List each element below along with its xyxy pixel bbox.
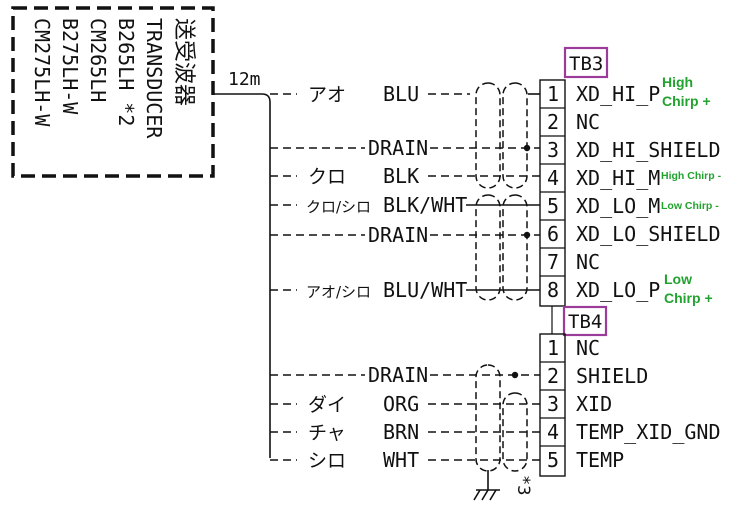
tb4-pin-num-3: 3 <box>547 392 559 416</box>
tb4-pin-signal-5: TEMP <box>576 448 624 472</box>
tb3-pin-signal-8: XD_LO_P <box>576 278 660 302</box>
wire-jp-labels: アオ クロ クロ/シロ アオ/シロ ダイ チャ シロ <box>306 84 371 472</box>
transducer-model-4: CM275LH-W <box>30 18 54 127</box>
ground-icon <box>473 470 500 501</box>
tb4-pin-signal-2: SHIELD <box>576 364 648 388</box>
tb3-pin-num-3: 3 <box>547 138 559 162</box>
junction-dots <box>511 144 531 379</box>
wire-color-drain-3: DRAIN <box>368 363 428 387</box>
wire-jp-blu: アオ <box>308 84 346 106</box>
terminal-block-tb4: TB4 <box>539 305 608 477</box>
chirp-annotations: High Chirp + High Chirp - Low Chirp - Lo… <box>661 74 722 306</box>
wire-color-bluwht: BLU/WHT <box>383 278 467 302</box>
transducer-title-jp: 送受波器 <box>171 18 196 106</box>
tb3-pins: 1 XD_HI_P 2 NC 3 XD_HI_SHIELD 4 XD_HI_M … <box>547 82 721 302</box>
tb3-pin-signal-6: XD_LO_SHIELD <box>576 222 721 246</box>
tb3-pin-num-7: 7 <box>547 250 559 274</box>
tb3-pin-num-2: 2 <box>547 110 559 134</box>
wire-jp-blkwht: クロ/シロ <box>306 198 371 216</box>
annotation-high-plus-line2: Chirp + <box>662 93 711 109</box>
annotation-low-plus-line2: Chirp + <box>664 290 713 306</box>
transducer-box <box>11 6 215 178</box>
tb3-pin-num-4: 4 <box>547 166 559 190</box>
tb3-pin-num-6: 6 <box>547 222 559 246</box>
tb3-pin-signal-7: NC <box>576 250 600 274</box>
transducer-label: 送受波器 TRANSDUCER B265LH *2 CM265LH B275LH… <box>30 18 196 139</box>
annotation-high-plus-line1: High <box>662 74 693 90</box>
wire-color-blu: BLU <box>383 82 419 106</box>
tb4-pin-num-2: 2 <box>547 364 559 388</box>
shield-ovals <box>475 82 528 472</box>
wire-jp-bluwht: アオ/シロ <box>306 283 371 301</box>
tb4-pin-num-4: 4 <box>547 420 559 444</box>
wire-color-labels: BLU DRAIN BLK BLK/WHT DRAIN BLU/WHT DRAI… <box>368 82 467 472</box>
transducer-model-2: CM265LH <box>86 18 110 102</box>
wire-color-org: ORG <box>383 392 419 416</box>
annotation-low-minus: Low Chirp - <box>661 200 719 212</box>
wire-color-blkwht: BLK/WHT <box>383 193 467 217</box>
tb4-pin-signal-1: NC <box>576 336 600 360</box>
terminal-block-tb3: TB3 <box>539 46 609 307</box>
wire-jp-blk: クロ <box>308 166 346 188</box>
wire-jp-wht: シロ <box>308 450 346 472</box>
note-mark-3: *3 <box>513 475 533 495</box>
tb4-pin-signal-3: XID <box>576 392 612 416</box>
wire-jp-brn: チャ <box>308 422 346 444</box>
annotation-high-minus: High Chirp - <box>661 170 722 182</box>
wire-color-wht: WHT <box>383 448 419 472</box>
tb3-pin-signal-5: XD_LO_M <box>576 194 660 218</box>
transducer-title-en: TRANSDUCER <box>142 18 166 139</box>
wire-color-blk: BLK <box>383 164 419 188</box>
tb3-title: TB3 <box>569 53 603 75</box>
tb3-pin-num-8: 8 <box>547 278 559 302</box>
cable-trunk <box>214 93 271 458</box>
tb3-pin-signal-1: XD_HI_P <box>576 82 660 106</box>
wire-color-brn: BRN <box>383 420 419 444</box>
transducer-model-3: B275LH-W <box>58 18 82 115</box>
tb4-title: TB4 <box>568 311 602 333</box>
wire-color-drain-2: DRAIN <box>368 223 428 247</box>
wire-color-drain-1: DRAIN <box>368 136 428 160</box>
tb3-pin-signal-2: NC <box>576 110 600 134</box>
tb3-pin-num-1: 1 <box>547 82 559 106</box>
tb4-pin-num-1: 1 <box>547 336 559 360</box>
transducer-model-1: B265LH *2 <box>114 18 138 126</box>
tb3-pin-num-5: 5 <box>547 194 559 218</box>
wire-jp-org: ダイ <box>308 394 346 416</box>
tb3-title-box <box>563 46 609 79</box>
tb4-pin-num-5: 5 <box>547 448 559 472</box>
tb3-pin-signal-3: XD_HI_SHIELD <box>576 138 721 162</box>
tb4-pins: 1 NC 2 SHIELD 3 XID 4 TEMP_XID_GND 5 TEM… <box>547 336 721 472</box>
cable-length: 12m <box>228 69 261 90</box>
tb3-pin-signal-4: XD_HI_M <box>576 166 660 190</box>
tb4-pin-signal-4: TEMP_XID_GND <box>576 420 721 444</box>
annotation-low-plus-line1: Low <box>664 271 692 287</box>
tb4-title-box <box>562 305 608 337</box>
